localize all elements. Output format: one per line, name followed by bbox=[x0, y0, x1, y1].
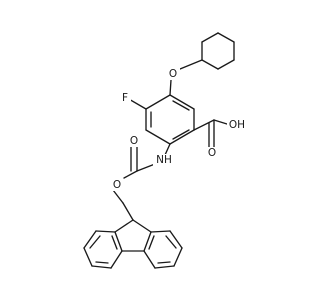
carbamate-bonds bbox=[112, 143, 171, 204]
amine-nh-label: NH bbox=[156, 154, 172, 166]
benzene-ring bbox=[145, 94, 195, 145]
cyclohexyl-ring bbox=[201, 32, 235, 70]
hydroxyl-label: OH bbox=[229, 119, 245, 131]
carbamate-carbonyl-oxygen-label: O bbox=[130, 135, 138, 147]
carboxylic-acid-bonds bbox=[193, 119, 228, 148]
acid-carbonyl-oxygen-label: O bbox=[208, 147, 216, 159]
carbamate-oxygen-label: O bbox=[113, 179, 121, 191]
ether-oxygen-label: O bbox=[169, 68, 177, 80]
fluorine-label: F bbox=[122, 92, 128, 104]
ether-bonds bbox=[169, 59, 203, 96]
fluorenyl-bonds bbox=[83, 202, 183, 269]
molecule-structure-diagram: O F OH O NH O O bbox=[83, 32, 247, 269]
